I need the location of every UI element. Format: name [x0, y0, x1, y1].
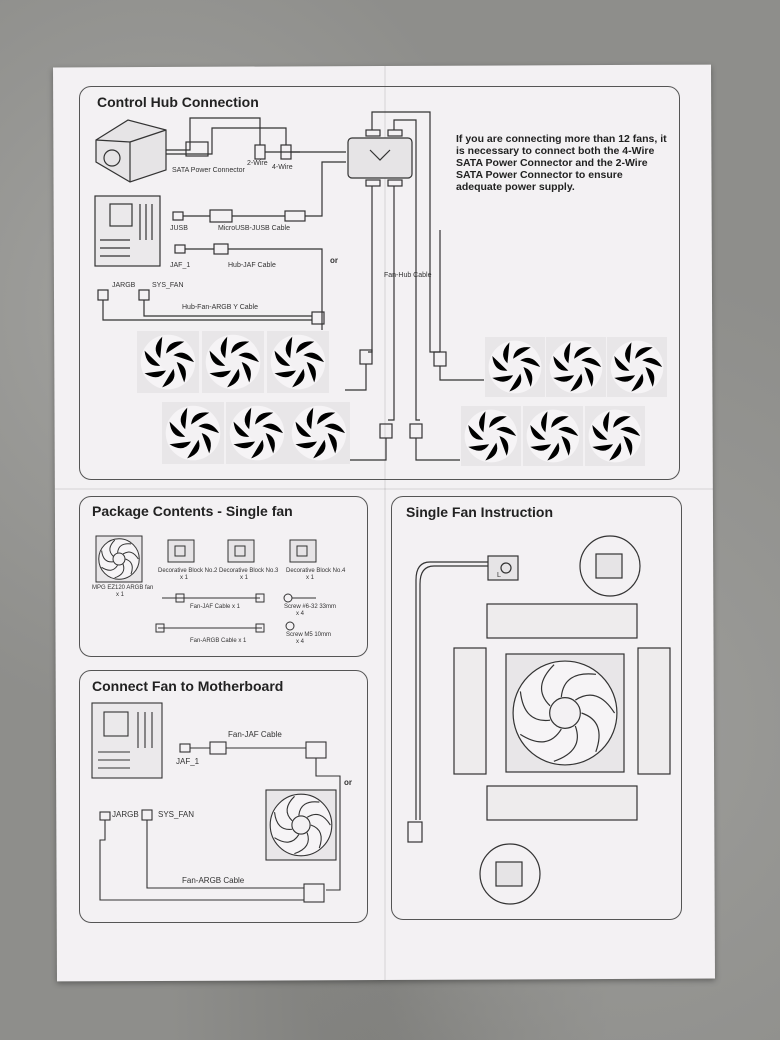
- connect-motherboard-panel: [79, 670, 368, 923]
- hub-fan-argb-label: Hub-Fan-ARGB Y Cable: [182, 304, 258, 311]
- fan-hub-cable-label: Fan-Hub Cable: [384, 272, 432, 279]
- screw1-qty: x 4: [296, 611, 305, 617]
- fan-argb-cable-label: Fan-ARGB Cable x 1: [190, 638, 247, 644]
- psu-icon: [95, 119, 167, 183]
- control-hub-icon: [347, 129, 413, 187]
- fan-icon: [485, 337, 545, 397]
- fan-icon: [585, 406, 645, 466]
- sys-fan-label-mb: SYS_FAN: [158, 810, 195, 819]
- fold-line-horizontal: [55, 488, 713, 490]
- jaf1-label: JAF_1: [176, 757, 200, 766]
- fan-icon: [546, 337, 606, 397]
- single-fan-title: Single Fan Instruction: [406, 504, 554, 520]
- fan-count-note: If you are connecting more than 12 fans,…: [456, 133, 667, 193]
- fan-icon: [267, 331, 329, 393]
- fan-icon: [461, 406, 521, 466]
- motherboard-small-icon: [91, 702, 163, 779]
- connect-motherboard-title: Connect Fan to Motherboard: [92, 678, 284, 694]
- screw2-label: Screw M5 10mm: [286, 632, 332, 638]
- microusb-cable-label: MicroUSB-JUSB Cable: [218, 225, 290, 232]
- large-fan-icon: [505, 653, 625, 773]
- fan-jaf-cable-label: Fan-JAF Cable x 1: [190, 604, 241, 610]
- block3-qty: x 1: [240, 575, 249, 581]
- control-hub-title: Control Hub Connection: [97, 94, 259, 110]
- pkg-fan-label: MPG EZ120 ARGB fan: [92, 585, 154, 591]
- fan-icon: [226, 402, 288, 464]
- fan-icon: [288, 402, 350, 464]
- jaf-label: JAF_1: [170, 262, 191, 269]
- block4-label: Decorative Block No.4: [286, 568, 346, 574]
- l-label: L: [497, 572, 501, 579]
- block2-label: Decorative Block No.2: [158, 568, 218, 574]
- fan-icon: [523, 406, 583, 466]
- decorative-block-2-icon: [167, 539, 195, 563]
- motherboard-icon: [94, 195, 161, 267]
- fan-icon: [137, 331, 199, 393]
- package-contents-title: Package Contents - Single fan: [92, 503, 293, 519]
- decorative-block-3-icon: [227, 539, 255, 563]
- or-label-mb: or: [344, 778, 352, 787]
- decorative-block-4-icon: [289, 539, 317, 563]
- two-wire-label: 2-Wire: [247, 160, 268, 167]
- sys-fan-label: SYS_FAN: [152, 282, 184, 289]
- block2-qty: x 1: [180, 575, 189, 581]
- four-wire-label: 4-Wire: [272, 164, 293, 171]
- single-fan-panel: [391, 496, 682, 920]
- fold-line-vertical: [384, 66, 386, 980]
- fan-icon: [607, 337, 667, 397]
- jusb-label: JUSB: [170, 225, 188, 232]
- pkg-fan-qty: x 1: [116, 592, 125, 598]
- fan-icon: [202, 331, 264, 393]
- screw1-label: Screw #6-32 33mm: [284, 604, 337, 610]
- fan-argb-label-mb: Fan-ARGB Cable: [182, 876, 245, 885]
- block4-qty: x 1: [306, 575, 315, 581]
- control-hub-panel: [79, 86, 680, 480]
- pkg-fan-icon: [95, 535, 143, 583]
- jargb-label: JARGB: [112, 282, 136, 289]
- sata-power-label: SATA Power Connector: [172, 167, 245, 174]
- mb-fan-icon: [265, 789, 337, 861]
- block3-label: Decorative Block No.3: [219, 568, 279, 574]
- hub-jaf-cable-label: Hub-JAF Cable: [228, 262, 276, 269]
- screw2-qty: x 4: [296, 639, 305, 645]
- fan-jaf-label: Fan-JAF Cable: [228, 730, 282, 739]
- fan-icon: [162, 402, 224, 464]
- jargb-label-mb: JARGB: [112, 810, 139, 819]
- or-label: or: [330, 256, 338, 265]
- package-contents-panel: [79, 496, 368, 657]
